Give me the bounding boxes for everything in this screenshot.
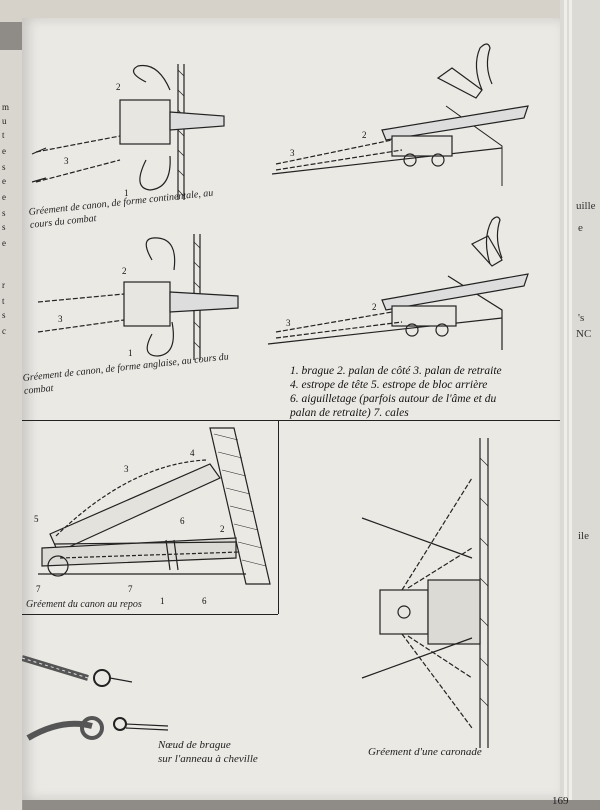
figure-caronade [332, 438, 532, 748]
label-number: 2 [116, 82, 121, 92]
caption-noeud: Nœud de brague sur l'anneau à cheville [158, 738, 258, 766]
label-number: 3 [64, 156, 69, 166]
right-page-fragment: ile [578, 530, 589, 542]
figure-continental-rigging: 2 3 1 [28, 60, 228, 210]
label-number: 7 [36, 584, 41, 594]
label-number: 3 [124, 464, 129, 474]
left-page-fragment: e [2, 176, 6, 186]
left-page-fragment: u [2, 116, 7, 126]
page-edge-strip [569, 0, 572, 800]
label-number: 2 [372, 302, 377, 312]
right-page-fragment: e [578, 222, 583, 234]
left-page-fragment: e [2, 146, 6, 156]
left-page-fragment: s [2, 310, 6, 320]
label-number: 7 [128, 584, 133, 594]
caption-repos: Gréement du canon au repos [26, 599, 142, 610]
label-number: 1 [160, 596, 165, 606]
label-number: 2 [362, 130, 367, 140]
right-page-fragment: uille [576, 200, 596, 212]
label-number: 6 [180, 516, 185, 526]
caption-noeud-line1: Nœud de brague [158, 739, 231, 751]
top-background [0, 0, 600, 22]
figure-canon-repos: 4 3 5 6 2 7 7 1 6 [30, 424, 280, 614]
book-page: 2 3 1 Gréement de canon, de forme contin… [22, 18, 569, 807]
label-number: 2 [220, 524, 225, 534]
label-number: 6 [202, 596, 207, 606]
right-page-fragment: NC [576, 328, 592, 340]
right-page-edge: uille e 's NC ile [560, 0, 600, 800]
label-number: 3 [58, 314, 63, 324]
label-number: 2 [122, 266, 127, 276]
label-number: 3 [286, 318, 291, 328]
label-number: 1 [124, 188, 129, 198]
figure-noeud-brague [22, 638, 172, 758]
frame-line [22, 420, 560, 421]
label-number: 5 [34, 514, 39, 524]
label-number: 4 [190, 448, 195, 458]
left-page-fragment: e [2, 192, 6, 202]
label-number: 1 [128, 348, 133, 358]
left-page-fragment: t [2, 296, 5, 306]
caption-caronade: Gréement d'une caronade [368, 746, 482, 758]
left-page-fragment: s [2, 222, 6, 232]
left-page-fragment: c [2, 326, 6, 336]
left-page-fragment: e [2, 238, 6, 248]
legend-line: palan de retraite) 7. cales [290, 407, 409, 419]
figure-side-view-middle: 2 3 [252, 214, 532, 354]
caption-noeud-line2: sur l'anneau à cheville [158, 753, 258, 765]
left-page-fragment: s [2, 208, 6, 218]
frame-line [22, 614, 278, 615]
legend: 1. brague 2. palan de côté 3. palan de r… [290, 364, 530, 420]
legend-line: 6. aiguilletage (parfois autour de l'âme… [290, 393, 497, 405]
left-page-fragment: s [2, 162, 6, 172]
label-number: 3 [290, 148, 295, 158]
legend-line: 4. estrope de tête 5. estrope de bloc ar… [290, 379, 488, 391]
figure-side-view-top: 2 3 [252, 36, 532, 186]
page-number: 169 [552, 795, 569, 807]
left-page-fragment: t [2, 130, 5, 140]
page-edge-strip [564, 0, 567, 800]
left-page-fragment: r [2, 280, 5, 290]
right-page-fragment: 's [578, 312, 585, 324]
figure-anglaise-rigging: 2 3 1 [28, 230, 248, 370]
frame-line [278, 420, 279, 614]
left-page-edge: m u t e s e e s s e r t s c [0, 50, 23, 810]
left-page-fragment: m [2, 102, 10, 112]
legend-line: 1. brague 2. palan de côté 3. palan de r… [290, 365, 502, 377]
